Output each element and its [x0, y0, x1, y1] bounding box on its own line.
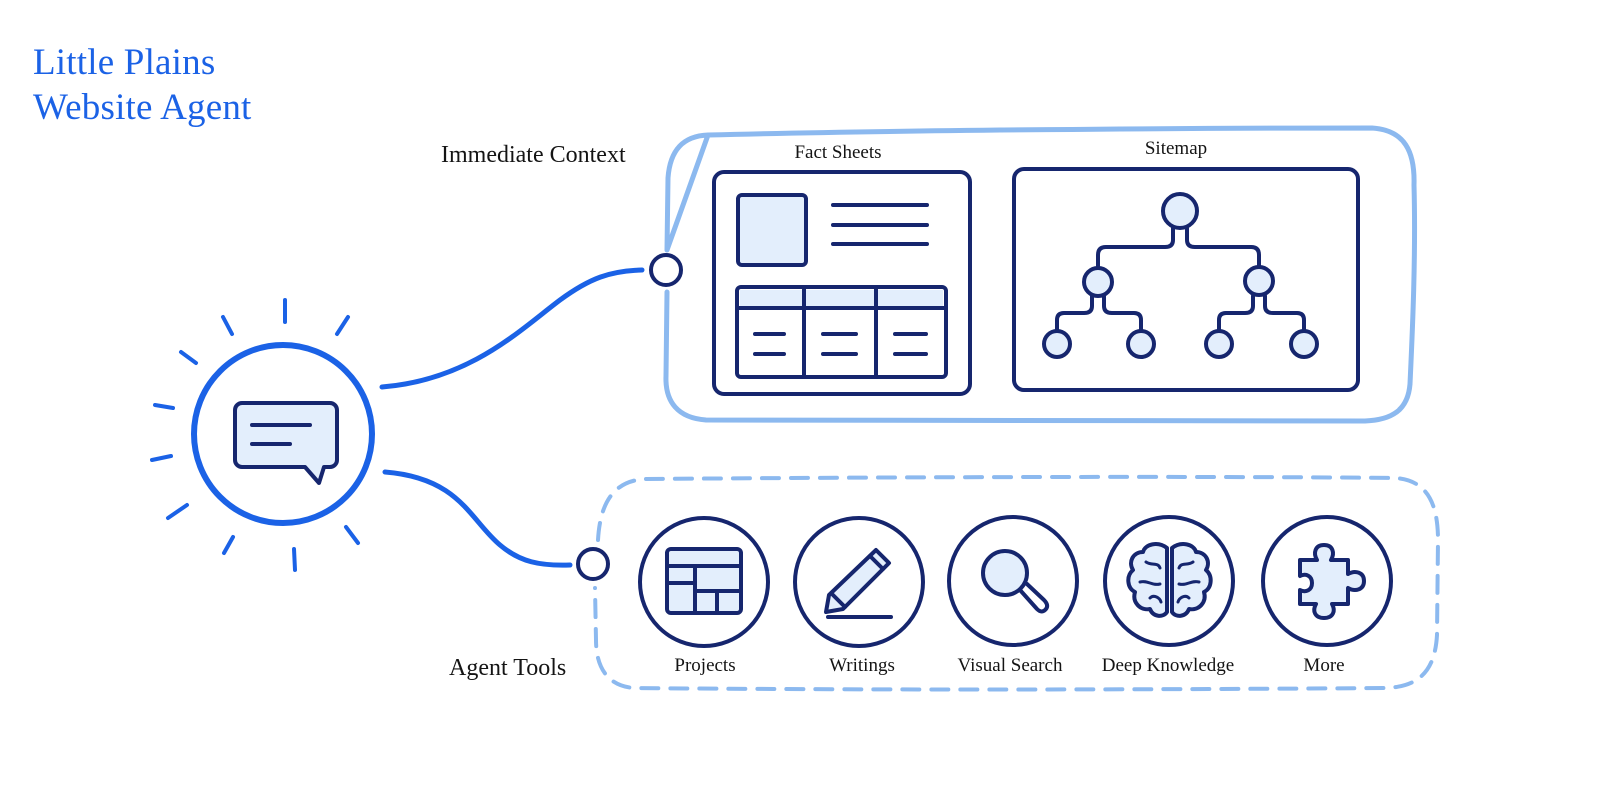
tool-label-more: More: [1303, 655, 1345, 676]
tool-label-visual-search: Visual Search: [957, 655, 1063, 676]
chat-bubble-icon: [233, 401, 339, 485]
agent-rays: [150, 298, 360, 572]
title-line-1: Little Plains: [33, 42, 216, 83]
agent-node: [150, 298, 375, 572]
visual-search-tool: [947, 515, 1079, 647]
tool-label-writings: Writings: [829, 655, 895, 676]
tool-label-deep-knowledge: Deep Knowledge: [1101, 655, 1235, 676]
immediate-context-label: Immediate Context: [441, 142, 626, 168]
diagram-title: Little Plains Website Agent: [33, 40, 252, 130]
agent-tools-container: [593, 474, 1440, 692]
pencil-icon: [824, 548, 893, 619]
layout-grid-icon: [665, 547, 743, 615]
brain-icon: [1126, 542, 1213, 618]
magnifier-icon: [981, 549, 1050, 614]
context-port: [649, 253, 683, 287]
tools-port: [576, 547, 610, 581]
puzzle-icon: [1298, 543, 1366, 620]
title-line-2: Website Agent: [33, 87, 252, 128]
fact-sheets-panel: [712, 170, 972, 396]
more-tool: [1261, 515, 1393, 647]
writings-tool: [793, 516, 925, 648]
deep-knowledge-tool: [1103, 515, 1235, 647]
sitemap-label: Sitemap: [1144, 138, 1208, 159]
fact-sheets-label: Fact Sheets: [794, 142, 882, 163]
connector-to-context: [379, 267, 645, 390]
tool-label-projects: Projects: [674, 655, 736, 676]
agent-tools-label: Agent Tools: [449, 655, 567, 681]
connector-to-tools: [382, 469, 573, 568]
sitemap-panel: [1012, 167, 1360, 392]
immediate-context-container: [663, 125, 1418, 424]
projects-tool: [638, 516, 770, 648]
